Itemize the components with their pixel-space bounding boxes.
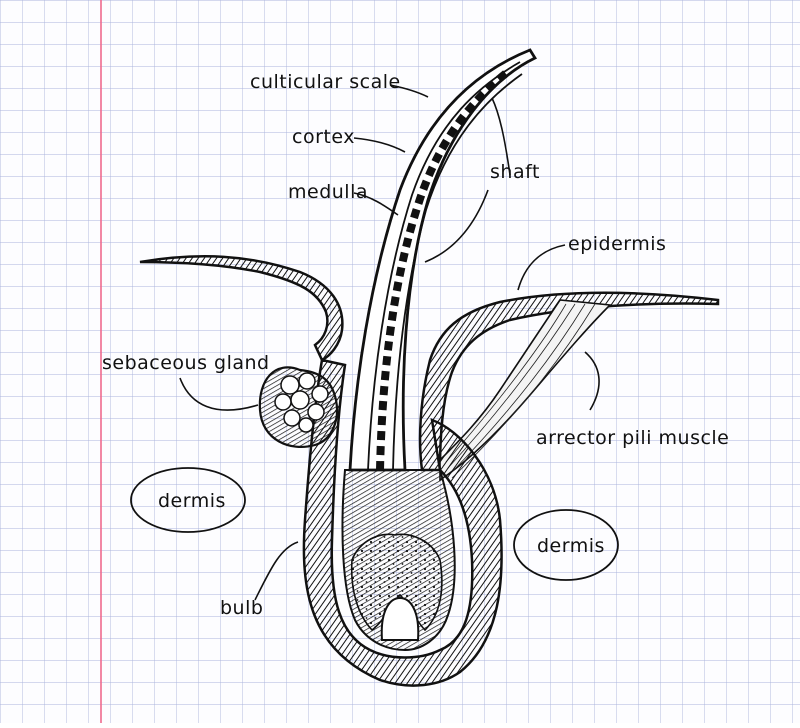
- dermis-left-oval: [130, 467, 246, 533]
- dermis-right-oval: [513, 509, 619, 581]
- label-shaft: shaft: [490, 161, 540, 183]
- label-bulb: bulb: [220, 597, 263, 619]
- label-epidermis: epidermis: [568, 233, 666, 255]
- label-medulla: medulla: [288, 181, 368, 203]
- dermal-papilla: [380, 596, 420, 641]
- label-arrector-pili-muscle: arrector pili muscle: [536, 427, 729, 449]
- callout-lines: [179, 84, 600, 601]
- label-sebaceous-gland: sebaceous gland: [102, 352, 270, 374]
- sebaceous-gland-cells: [274, 372, 329, 433]
- hair-shaft-cortex: [367, 61, 521, 471]
- hair-shaft-medulla: [376, 66, 513, 471]
- label-dermis-left: dermis: [158, 490, 226, 512]
- label-dermis-right: dermis: [537, 535, 605, 557]
- hair-bulb-matrix: [350, 533, 443, 632]
- label-cortex: cortex: [292, 126, 355, 148]
- follicle-outer-sheath: [302, 358, 503, 687]
- hair-shaft-cuticle: [348, 48, 538, 472]
- label-cuticular-scale: culticular scale: [250, 71, 401, 93]
